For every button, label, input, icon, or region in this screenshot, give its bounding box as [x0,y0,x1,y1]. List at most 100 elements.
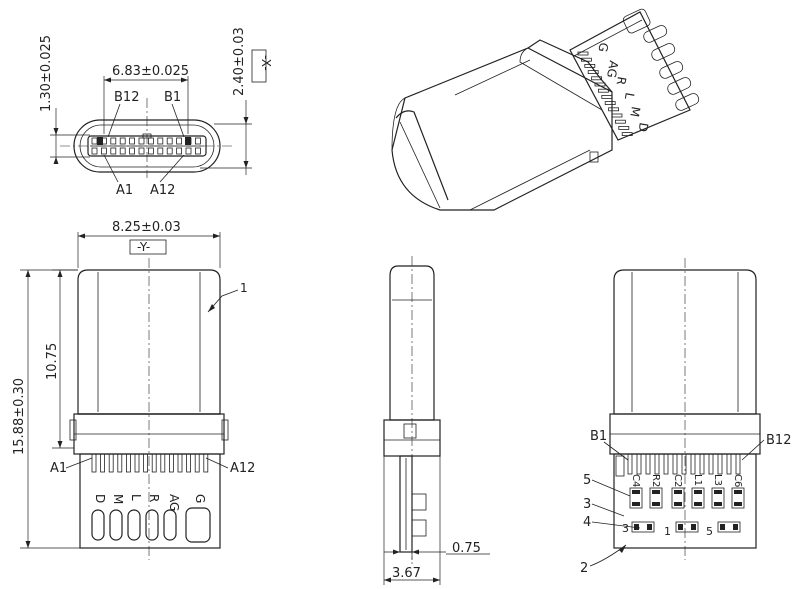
front-contact [157,147,164,155]
front-contact [147,147,154,155]
iso-pad [643,25,668,43]
callout-1: 1 [240,281,248,295]
bottom-contact [681,453,687,475]
datum-y: -Y- [137,240,150,254]
top-label-a1: A1 [50,461,67,476]
bottom-component-pad [691,524,696,530]
top-width-dim: 8.25±0.03 [112,220,181,235]
iso-contact [601,95,613,99]
iso-contact [577,51,589,56]
bottom-contact [672,453,678,475]
top-contact [108,453,114,473]
top-pad [145,509,159,541]
top-contact [160,453,166,473]
bottom-comp-label: C2 [672,474,683,487]
side-thickness-dim: 0.75 [452,541,481,556]
bottom-component [671,487,685,509]
bottom-component [711,487,725,509]
front-contact [138,147,145,155]
bottom-contact [735,453,741,475]
iso-pad-ground [622,8,651,34]
callout-5: 5 [583,473,591,488]
front-contact-marker [97,137,103,145]
front-contact [110,147,117,155]
top-pad-letter: D [93,494,107,503]
front-contact [166,137,173,145]
iso-contact [615,119,626,124]
top-pad-letter: L [129,494,143,501]
iso-contact [594,82,606,87]
bottom-small-3: 3 [622,522,629,535]
bottom-label-b12: B12 [766,433,791,448]
iso-contact [611,113,623,118]
front-contact [91,137,98,145]
top-contact [203,453,209,473]
iso-pad [651,43,676,61]
bottom-comp-label: C4 [630,474,641,487]
bottom-component-pad [694,502,702,506]
iso-letter-ag: AG [604,59,621,78]
front-contact [129,137,136,145]
bottom-component-pad [674,490,682,494]
front-contact [119,137,126,145]
bottom-component-pad [734,502,742,506]
top-contact [126,453,131,473]
front-contact [194,137,201,145]
front-height-right-dim: 2.40±0.03 [232,27,247,96]
front-contact [147,137,154,145]
callout-3: 3 [583,497,591,512]
iso-letter-g: G [595,41,610,53]
bottom-component-pad [652,490,660,494]
bottom-contact [663,453,669,475]
top-label-a12: A12 [230,461,255,476]
iso-contact [584,64,596,68]
bottom-component-pad [694,490,702,494]
front-contact [176,147,183,155]
top-contact [168,453,174,473]
callout-4: 4 [583,515,591,530]
side-view: 0.75 3.67 [383,256,490,585]
top-contact [91,453,97,473]
iso-pad [667,77,692,95]
bottom-component-pad [652,502,660,506]
bottom-small-1: 1 [664,525,671,538]
top-pad-letter: AG [167,494,181,511]
iso-letter-d: D [635,121,650,133]
top-contact [177,453,183,473]
bottom-contact [717,453,723,475]
top-pad [109,509,123,541]
top-pad [127,509,141,541]
front-contact [185,147,192,155]
front-label-b12: B12 [114,90,139,105]
bottom-component-pad [720,524,725,530]
bottom-comp-label: R2 [650,474,661,487]
top-contact [186,453,192,473]
top-pad-ground [185,507,211,543]
front-contact [110,137,117,145]
bottom-comp-label: C6 [732,474,743,487]
bottom-component-pad [678,524,683,530]
iso-letter-r: R [614,75,629,86]
front-contact [166,147,173,155]
bottom-component-pad [734,490,742,494]
iso-contact [608,107,619,112]
front-contact [91,147,98,155]
top-pad-letter: R [147,494,161,502]
iso-pad [659,61,684,79]
iso-pad [675,93,700,111]
bottom-component-lower [717,521,741,533]
bottom-component [731,487,745,509]
bottom-contact [636,453,642,475]
bottom-comp-label: L3 [712,474,723,486]
callout-2: 2 [580,561,588,576]
bottom-component [629,487,643,509]
bottom-contact [726,453,732,475]
iso-contact [587,70,599,74]
front-contact [129,147,136,155]
side-overall-dim: 3.67 [392,566,421,581]
top-contact [100,453,105,473]
front-height-left-dim: 1.30±0.025 [39,35,54,112]
bottom-contact [645,453,651,475]
top-pad [91,509,105,541]
